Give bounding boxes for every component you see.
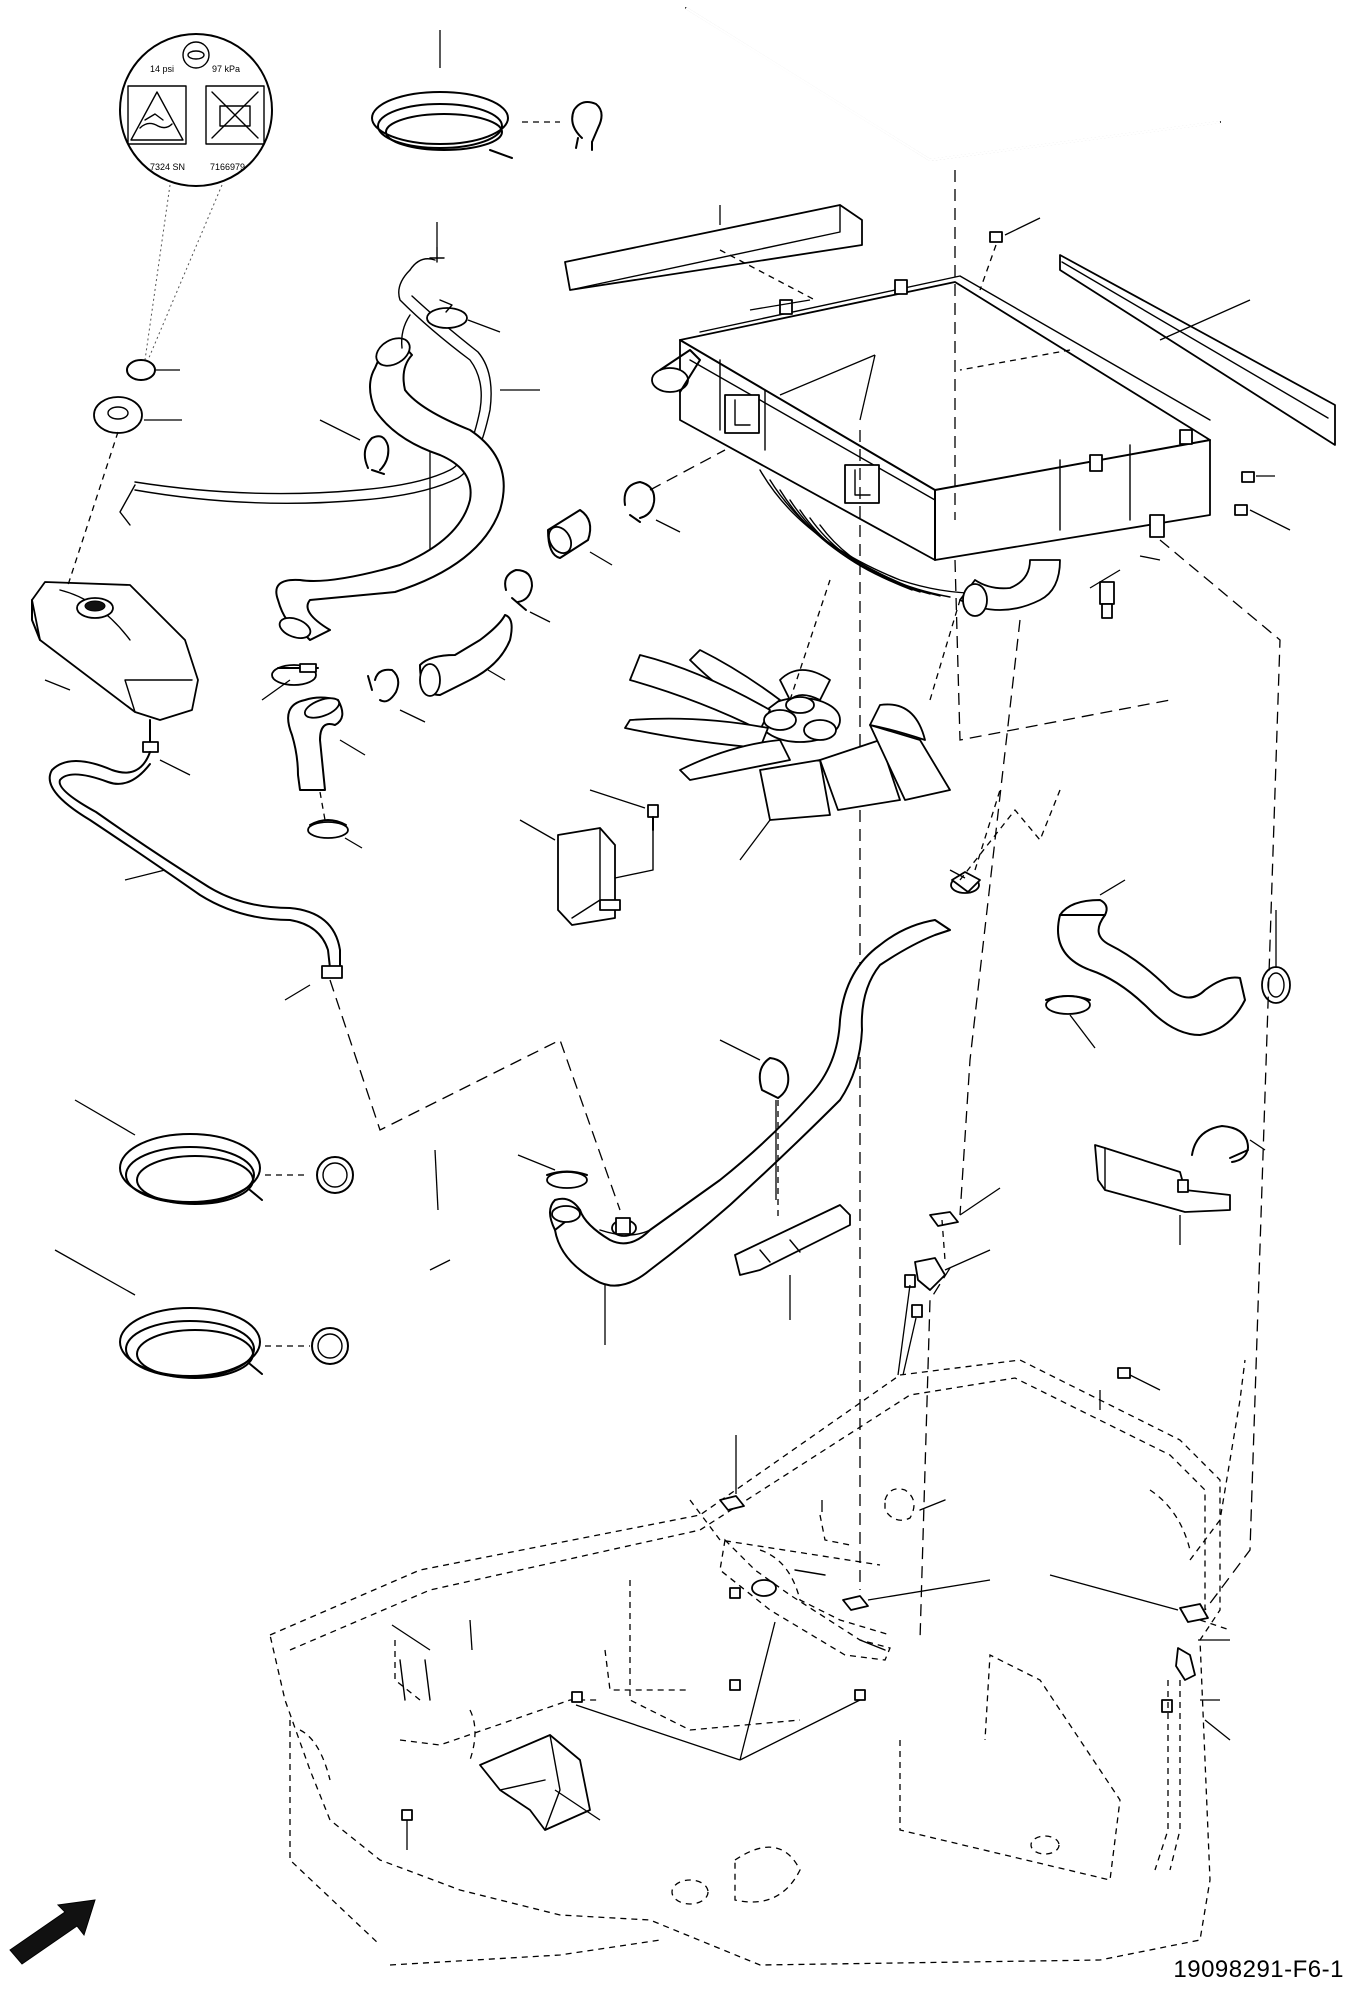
lower-hose-clip	[758, 1057, 790, 1099]
decal-part-code-right: 7166979	[210, 162, 245, 172]
pressure-cap	[93, 396, 182, 434]
hot-steam-warning-icon	[127, 85, 187, 145]
figure-id-label: 19098291-F6-1	[1173, 1956, 1344, 1983]
frame-center-bracket	[719, 1538, 891, 1701]
radiator-core	[651, 275, 1211, 619]
hose-support-bracket	[734, 1204, 851, 1276]
bracket-bolt-center	[647, 804, 659, 831]
frame-tube-bracket-right	[884, 1488, 946, 1521]
lower-hose-sleeve	[950, 871, 981, 894]
decal-pressure-psi: 14 psi	[150, 64, 174, 74]
frame-grommet	[1117, 1367, 1131, 1379]
right-mounting-bracket	[1094, 1144, 1231, 1213]
lower-radiator-hose	[549, 919, 951, 1287]
hose-clamp-upper-right	[623, 481, 656, 523]
hose-clamp-mid-b	[504, 569, 533, 611]
front-direction-arrow-icon	[9, 1899, 96, 1965]
upper-seal-strip-left	[564, 204, 863, 291]
machine-frame-outline	[269, 1359, 1231, 1966]
upper-seal-strip-right	[1059, 254, 1336, 446]
elbow-hose-clamp-lower	[307, 819, 349, 839]
short-hose-mid	[419, 614, 513, 697]
elbow-hose	[287, 696, 344, 791]
upper-hose-clamp-b	[271, 663, 319, 686]
coupling-hose-short	[547, 509, 592, 559]
right-hose-clamp-upper	[1261, 966, 1291, 1004]
mounting-bracket-center	[557, 827, 621, 926]
decal-pressure-kpa: 97 kPa	[212, 64, 240, 74]
mounting-clip-a	[914, 1257, 946, 1291]
pressure-cap-decal: 14 psi 97 kPa 7324 SN 7166979	[119, 33, 273, 361]
pressure-cap-icon	[182, 41, 210, 69]
o-ring-lower	[311, 1327, 349, 1365]
o-ring-middle	[316, 1156, 354, 1194]
hose-clamp-mid-a	[367, 668, 400, 703]
coiled-hose-top	[371, 91, 513, 159]
frame-mounting-pad-a	[719, 1495, 745, 1511]
upper-radiator-hose	[275, 337, 505, 641]
mounting-plate-a	[929, 1211, 959, 1227]
upper-hose-clamp-a	[363, 435, 390, 475]
decal-part-code-left: 7324 SN	[150, 162, 185, 172]
lower-hose-clamp	[546, 1170, 588, 1189]
coolant-recovery-tank	[31, 581, 199, 753]
overflow-hose-clamp	[321, 965, 343, 979]
cap-seal-ring	[126, 359, 156, 381]
frame-mounting-pad-c	[1179, 1603, 1209, 1623]
frame-mounting-pad-b	[842, 1595, 869, 1611]
cooling-fan	[624, 649, 951, 821]
coiled-hose-middle	[119, 1133, 263, 1205]
right-hose-clamp-lower	[1045, 995, 1091, 1015]
hose-clip-top	[571, 101, 603, 151]
radiator-mount-nut	[989, 231, 1003, 243]
right-bypass-hose	[1057, 899, 1246, 1036]
right-bracket-clip	[1191, 1125, 1249, 1163]
frame-tube-clip	[1161, 1647, 1196, 1713]
top-bar-tube	[685, 6, 1221, 162]
coiled-hose-lower	[119, 1307, 263, 1379]
no-open-when-hot-icon	[205, 85, 265, 145]
vent-hose-clamp	[426, 299, 468, 329]
frame-lower-bracket-left	[479, 1734, 591, 1831]
